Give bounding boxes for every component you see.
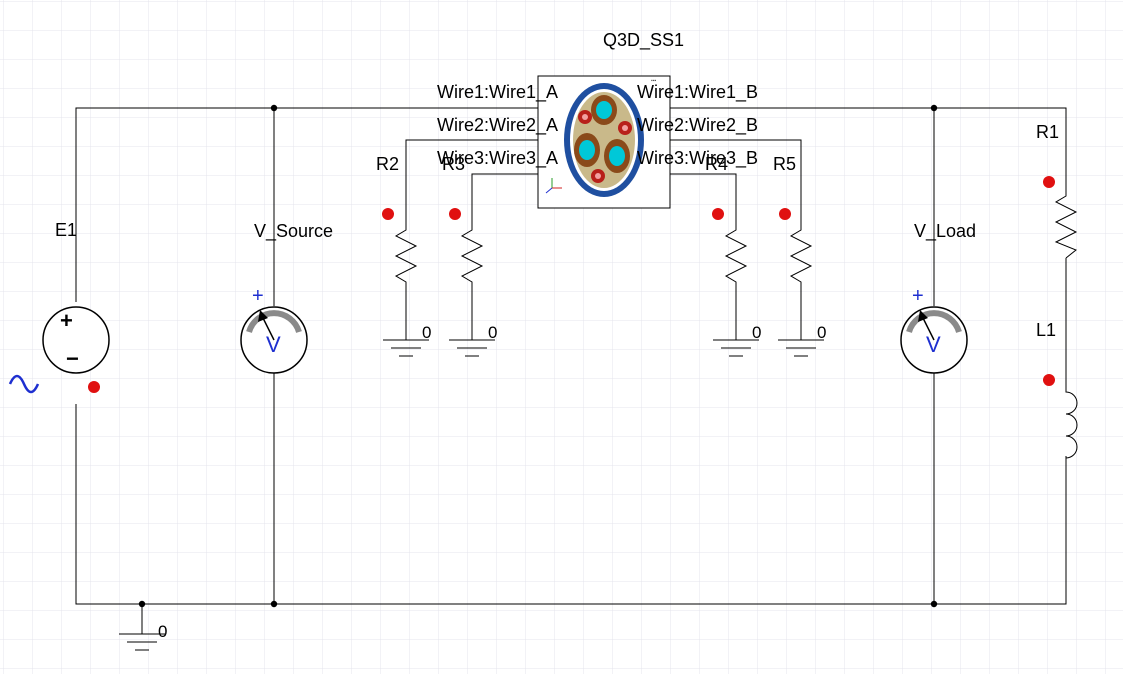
- ansys-logo-icon: ▪▪▪: [651, 78, 657, 84]
- label-e1: E1: [55, 220, 77, 240]
- inductor-l1[interactable]: [1065, 388, 1078, 459]
- ground-label-r3: 0: [488, 323, 497, 342]
- label-v-source: V_Source: [254, 221, 333, 242]
- q3d-subcircuit-block[interactable]: ▪▪▪: [537, 75, 671, 209]
- label-r4: R4: [705, 154, 728, 174]
- ground-label-main: 0: [158, 622, 167, 641]
- wires: [75, 107, 1067, 634]
- v-load-plus: +: [912, 285, 924, 307]
- pin-l1[interactable]: [1043, 374, 1055, 386]
- resistor-r4[interactable]: [724, 226, 748, 340]
- junction-dots: [138, 104, 938, 608]
- ground-r2: [383, 339, 429, 357]
- port-label-wire2-a: Wire2:Wire2_A: [437, 115, 558, 136]
- label-r1: R1: [1036, 122, 1059, 142]
- label-v-load: V_Load: [914, 221, 976, 242]
- v-source-plus: +: [252, 285, 264, 307]
- pin-r5[interactable]: [779, 208, 791, 220]
- ground-r5: [778, 339, 824, 357]
- plus-symbol: +: [60, 308, 73, 333]
- label-r2: R2: [376, 154, 399, 174]
- port-label-wire1-a: Wire1:Wire1_A: [437, 82, 558, 103]
- ansys-logo-icon: [650, 77, 668, 83]
- minus-symbol: −: [66, 346, 79, 371]
- label-r3: R3: [442, 154, 465, 174]
- ground-label-r4: 0: [752, 323, 761, 342]
- pin-e1[interactable]: [88, 381, 100, 393]
- pin-r2[interactable]: [382, 208, 394, 220]
- resistor-r5[interactable]: [789, 226, 813, 340]
- port-label-wire2-b: Wire2:Wire2_B: [637, 115, 758, 136]
- ground-label-r2: 0: [422, 323, 431, 342]
- label-q3d: Q3D_SS1: [603, 30, 684, 51]
- voltmeter-v-source[interactable]: V: [240, 306, 308, 374]
- ac-source-icon: [8, 374, 40, 394]
- ground-r3: [449, 339, 495, 357]
- cable-cross-section-icon: [564, 83, 644, 197]
- ground-main: [119, 633, 165, 651]
- resistor-r2[interactable]: [394, 226, 418, 340]
- label-r5: R5: [773, 154, 796, 174]
- pin-r1[interactable]: [1043, 176, 1055, 188]
- ground-r4: [713, 339, 759, 357]
- resistor-r3[interactable]: [460, 226, 484, 340]
- port-label-wire3-a: Wire3:Wire3_A: [437, 148, 558, 169]
- pin-r4[interactable]: [712, 208, 724, 220]
- pin-r3[interactable]: [449, 208, 461, 220]
- meter-v-symbol: V: [266, 332, 281, 357]
- voltmeter-v-load[interactable]: V: [900, 306, 968, 374]
- ground-label-r5: 0: [817, 323, 826, 342]
- source-e1[interactable]: + −: [42, 306, 110, 374]
- port-label-wire3-b: Wire3:Wire3_B: [637, 148, 758, 169]
- resistor-r1[interactable]: [1054, 175, 1078, 259]
- label-l1: L1: [1036, 320, 1056, 340]
- port-label-wire1-b: Wire1:Wire1_B: [637, 82, 758, 103]
- axis-triad-icon: [545, 178, 562, 194]
- meter-v-symbol: V: [926, 332, 941, 357]
